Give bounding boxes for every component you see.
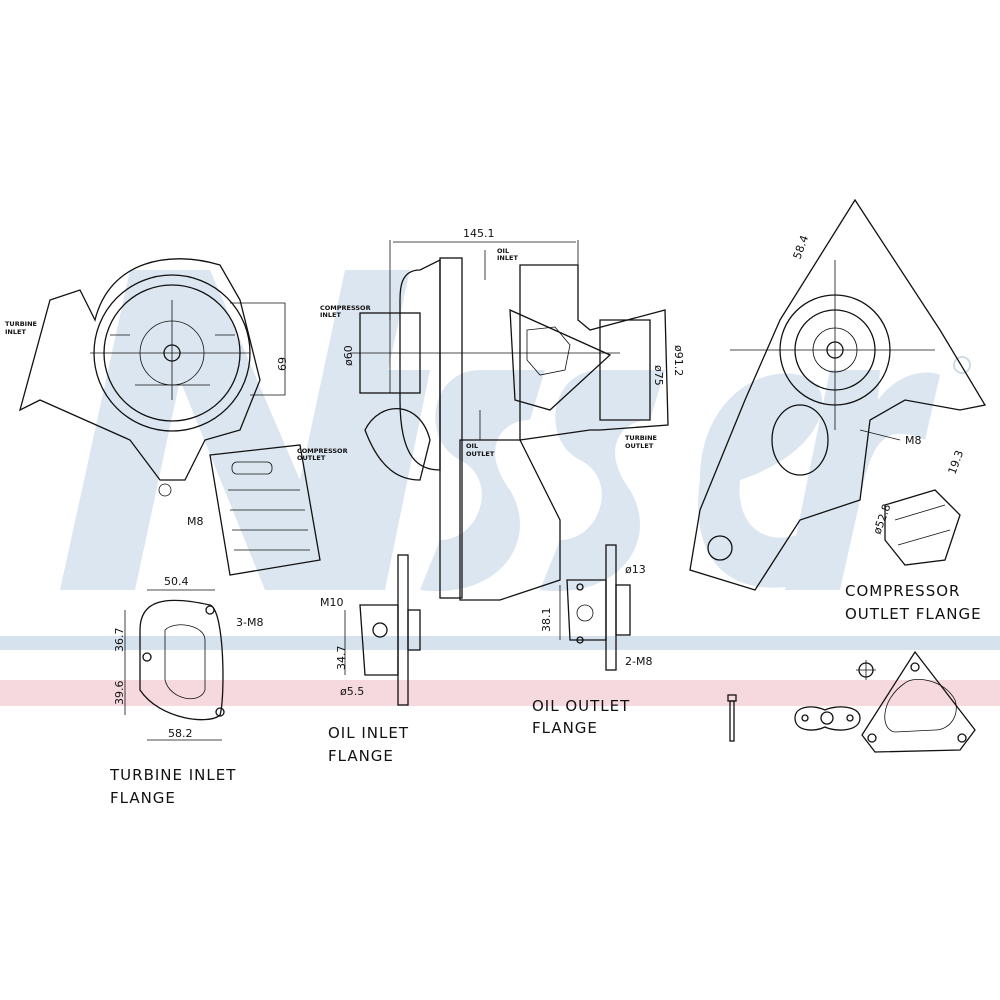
label-oil-inlet: OIL: [497, 247, 509, 255]
dim-oof-dia: ø13: [625, 563, 646, 576]
label-oil-outlet-2: OUTLET: [466, 450, 495, 458]
label-compressor-inlet-2: INLET: [320, 311, 341, 319]
label-compressor-outlet-flange: COMPRESSOR: [845, 582, 960, 600]
compressor-outlet-flange-detail: [884, 489, 961, 566]
bolt-icon: [727, 694, 737, 742]
dim-tif-width-bottom: 58.2: [168, 727, 193, 740]
dim-oof-height: 38.1: [540, 608, 553, 633]
turbocharger-front-view: [350, 240, 669, 601]
label-compressor-inlet: COMPRESSOR: [320, 304, 371, 312]
label-turbine-inlet-2: INLET: [5, 328, 26, 336]
dim-turbine-outlet-inner: ø75: [652, 365, 665, 386]
label-turbine-outlet: TURBINE: [625, 434, 657, 442]
dim-compressor-inlet-dia: ø60: [342, 345, 355, 366]
dim-m8-compressor: M8: [905, 434, 922, 447]
oil-outlet-flange: [559, 544, 631, 671]
turbine-inlet-flange: [124, 589, 225, 741]
dim-turbine-height: 69: [275, 357, 288, 371]
dim-overall-length: 145.1: [463, 227, 495, 240]
label-turbine-inlet-flange: TURBINE INLET: [109, 766, 236, 784]
label-oil-inlet-2: INLET: [497, 254, 518, 262]
turbine-side-view: [18, 258, 321, 576]
dim-tif-bolts: 3-M8: [236, 616, 263, 629]
dim-m8-turbine: M8: [187, 515, 204, 528]
nissens-watermark: [0, 270, 1000, 706]
oil-gasket: [794, 706, 861, 731]
label-compressor-outlet-flange-2: OUTLET FLANGE: [845, 605, 982, 623]
label-turbine-inlet: TURBINE: [5, 320, 37, 328]
label-oil-outlet-flange-2: FLANGE: [532, 719, 598, 737]
label-oil-inlet-flange: OIL INLET: [328, 724, 409, 742]
dim-oif-height: 34.7: [335, 646, 348, 671]
dim-turbine-outlet-outer: ø91.2: [672, 345, 685, 376]
dim-oif-thread: M10: [320, 596, 344, 609]
compressor-side-view: [689, 198, 987, 591]
label-compressor-outlet: COMPRESSOR: [297, 447, 348, 455]
dim-tif-h2: 39.6: [113, 681, 126, 706]
label-turbine-inlet-flange-2: FLANGE: [110, 789, 176, 807]
dim-cof-depth: 19.3: [946, 449, 967, 476]
dim-oof-bolts: 2-M8: [625, 655, 652, 668]
label-compressor-outlet-2: OUTLET: [297, 454, 326, 462]
label-turbine-outlet-2: OUTLET: [625, 442, 654, 450]
dim-compressor-angle: 58.4: [791, 234, 812, 261]
dim-tif-h1: 36.7: [113, 628, 126, 653]
label-oil-outlet-flange: OIL OUTLET: [532, 697, 630, 715]
dim-oif-hole: ø5.5: [340, 685, 364, 698]
label-oil-outlet: OIL: [466, 442, 478, 450]
dim-cof-dia: ø52.8: [871, 502, 894, 536]
oil-inlet-flange: [344, 554, 421, 706]
compressor-gasket: [856, 650, 976, 753]
label-oil-inlet-flange-2: FLANGE: [328, 747, 394, 765]
dim-tif-width-top: 50.4: [164, 575, 189, 588]
